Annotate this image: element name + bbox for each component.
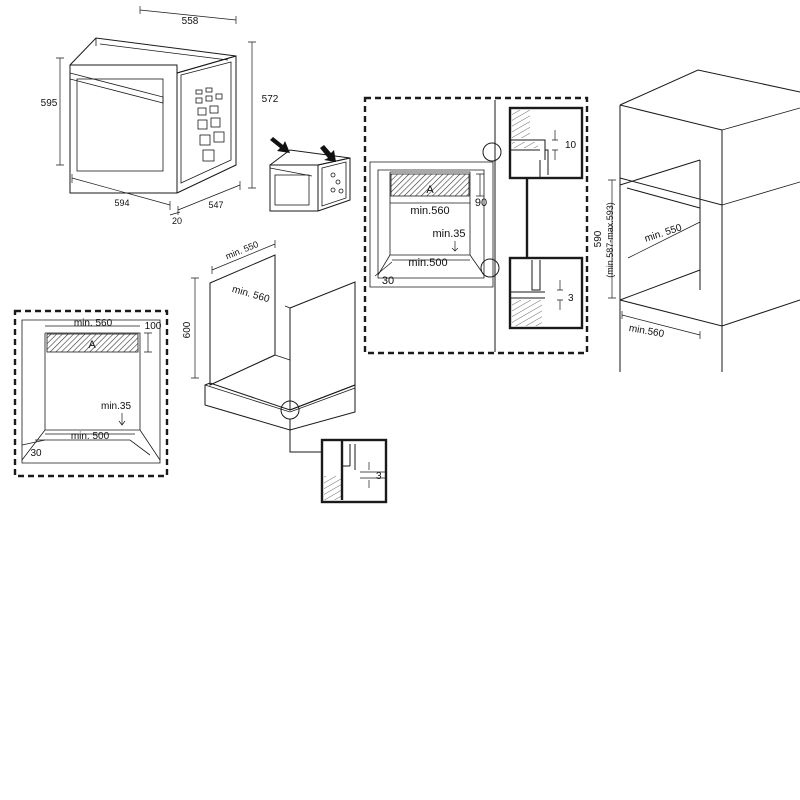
oven-insertion-illustration — [269, 137, 351, 212]
cutout-column-vent: min.35 — [432, 228, 465, 240]
tall-unit-height: 590 — [593, 230, 604, 247]
oven-body-depth: 547 — [208, 200, 223, 210]
cutout-left-vent: min.35 — [101, 401, 131, 412]
insert-arrow-left-icon — [270, 137, 290, 153]
under-counter-width: min. 560 — [231, 284, 271, 305]
under-counter-installation: min. 550 min. 560 600 3 — [182, 239, 388, 504]
cutout-column-bottom-width: min.500 — [408, 257, 447, 269]
cutout-panel-left: A min. 560 100 min.35 min. 500 30 — [13, 309, 169, 478]
cutout-left-bottom-width: min. 500 — [71, 431, 110, 442]
cutout-left-side: 30 — [30, 448, 42, 459]
tall-unit-installation: 590 (min.587-max.593) min. 550 min.560 — [593, 69, 800, 372]
under-counter-detail: 3 — [320, 438, 388, 504]
cutout-column-top-gap: 10 — [565, 140, 577, 151]
cutout-column-bottom-detail: 3 — [508, 256, 584, 330]
oven-body-height: 572 — [262, 94, 279, 105]
oven-front-offset: 20 — [172, 216, 182, 226]
cutout-column-bottom-gap: 3 — [568, 293, 574, 304]
tall-unit-depth: min. 550 — [643, 222, 683, 244]
cutout-column-top-detail: 10 — [508, 106, 584, 180]
oven-illustration: 558 595 572 594 547 20 — [41, 6, 279, 226]
insert-arrow-right-icon — [320, 145, 336, 162]
oven-width: 594 — [114, 198, 129, 208]
cutout-column-side: 30 — [382, 275, 394, 287]
cutout-panel-column: A min.560 90 min.35 min.500 30 10 — [363, 96, 589, 355]
tall-unit-height-range: (min.587-max.593) — [605, 202, 615, 278]
under-counter-gap: 3 — [376, 471, 382, 482]
cutout-left-width: min. 560 — [74, 318, 113, 329]
cutout-column-width: min.560 — [410, 205, 449, 217]
control-panel-buttons — [195, 87, 225, 162]
cutout-left-area: A — [88, 339, 96, 351]
cutout-column-area: A — [426, 184, 434, 196]
oven-depth-total: 558 — [182, 16, 199, 27]
cutout-column-top: 90 — [475, 197, 487, 209]
under-counter-height: 600 — [182, 321, 193, 338]
oven-height: 595 — [41, 98, 58, 109]
tall-unit-width: min.560 — [628, 323, 665, 340]
cutout-left-top: 100 — [145, 321, 162, 332]
